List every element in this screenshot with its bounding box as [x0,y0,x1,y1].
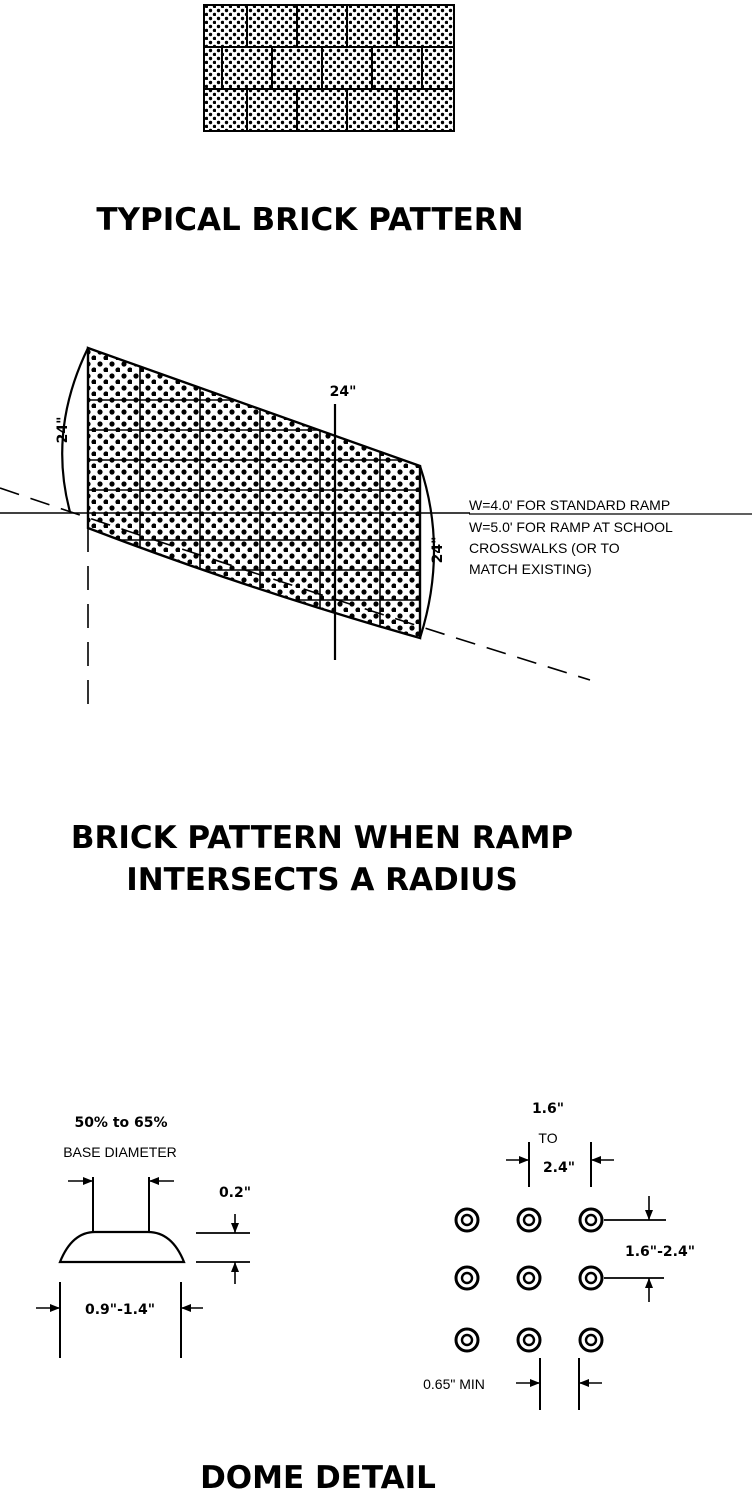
dome-base-range: 0.9"-1.4" [85,1302,155,1318]
title-dome-detail: DOME DETAIL [200,1460,436,1496]
dome-top-percent: 50% to 65% [74,1115,167,1131]
dome-row [454,1327,604,1353]
dome-profile: 50% to 65% BASE DIAMETER 0.2" 0.9"-1.4" [36,1115,251,1358]
dome-base-diameter: BASE DIAMETER [63,1144,177,1160]
ramp-note-line4: MATCH EXISTING) [469,561,592,577]
dome-spacing-side: 1.6"-2.4" [625,1244,695,1260]
ramp-dim-top: 24" [330,384,357,400]
ramp-dim-left: 24" [55,417,71,444]
dome-row [454,1207,604,1233]
ramp-note-line1: W=4.0' FOR STANDARD RAMP [469,497,670,513]
dome-spacing-top-1: 1.6" [532,1101,564,1117]
typical-brick-swatch [203,4,455,132]
ramp-note-line3: CROSSWALKS (OR TO [469,540,620,556]
dome-row [454,1265,604,1291]
ramp-note-line2: W=5.0' FOR RAMP AT SCHOOL [469,519,673,535]
dome-spacing-top-2: TO [538,1130,557,1146]
title-ramp-line1: BRICK PATTERN WHEN RAMP [71,820,573,856]
dome-height: 0.2" [219,1185,251,1201]
dome-grid: 1.6" TO 2.4" 1.6"-2.4" 0.65" MIN [423,1101,695,1410]
dome-spacing-top-3: 2.4" [543,1160,575,1176]
ramp-dim-right: 24" [430,537,446,564]
title-typical-brick-pattern: TYPICAL BRICK PATTERN [96,202,523,238]
title-ramp-line2: INTERSECTS A RADIUS [126,862,518,898]
dome-min-gap: 0.65" MIN [423,1376,485,1392]
